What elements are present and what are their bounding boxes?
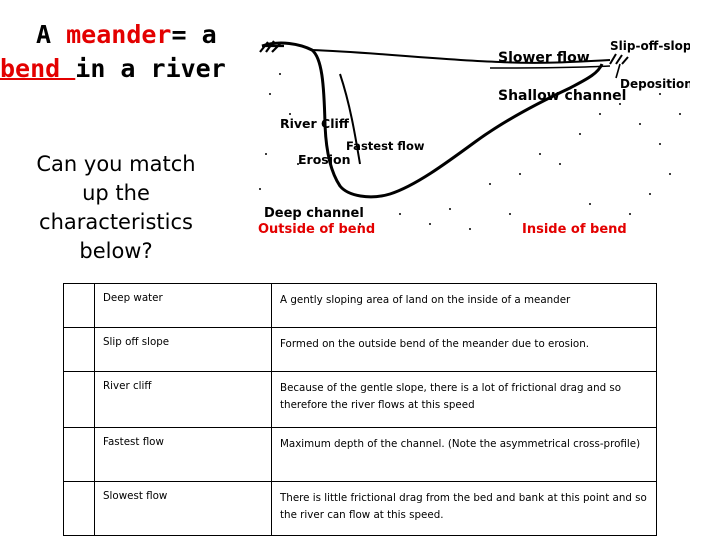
- answer-cell: [63, 481, 95, 536]
- title-in-a-river: in a river: [75, 54, 226, 83]
- answer-cell: [63, 427, 95, 482]
- definition-cell: A gently sloping area of land on the ins…: [271, 283, 657, 328]
- label-deep-channel: Deep channel: [264, 206, 364, 221]
- answer-cell: [63, 283, 95, 328]
- table-row: Slip off slope Formed on the outside ben…: [63, 327, 657, 372]
- ground-texture-dots: [259, 73, 681, 230]
- surface-flow-line: [489, 65, 611, 69]
- term-cell: River cliff: [94, 371, 272, 428]
- definition-cell: Maximum depth of the channel. (Note the …: [271, 427, 657, 482]
- term-cell: Fastest flow: [94, 427, 272, 482]
- left-plant-icon: [259, 40, 284, 53]
- label-slip-off-slope: Slip-off-slope: [610, 39, 690, 53]
- definition-cell: There is little frictional drag from the…: [271, 481, 657, 536]
- definition-cell: Because of the gentle slope, there is a …: [271, 371, 657, 428]
- right-plant-icon: [609, 53, 629, 65]
- question-text: Can you match up the characteristics bel…: [36, 152, 196, 263]
- label-inside-of-bend: Inside of bend: [522, 222, 627, 237]
- label-erosion: Erosion: [298, 152, 351, 167]
- matching-table: Deep water A gently sloping area of land…: [63, 283, 657, 536]
- table-row: Slowest flow There is little frictional …: [63, 481, 657, 536]
- label-fastest-flow: Fastest flow: [346, 139, 425, 153]
- definition-cell: Formed on the outside bend of the meande…: [271, 327, 657, 372]
- left-bank-line: [261, 41, 604, 199]
- fastest-flow-line: [339, 73, 361, 165]
- label-deposition: Deposition: [620, 77, 690, 91]
- meander-cross-section-diagram: Slower flow Slip-off-slope Deposition Sh…: [258, 39, 690, 237]
- title-bend: bend: [0, 54, 76, 83]
- page-title: A meander= a bend in a river: [0, 18, 232, 86]
- term-cell: Slip off slope: [94, 327, 272, 372]
- label-river-cliff: River Cliff: [280, 116, 350, 131]
- water-surface-line: [311, 49, 611, 64]
- title-meander: meander: [66, 20, 172, 49]
- title-line-1: A meander= a: [0, 18, 232, 52]
- term-cell: Slowest flow: [94, 481, 272, 536]
- deposition-arrow: [615, 63, 621, 79]
- label-outside-of-bend: Outside of bend: [258, 222, 375, 237]
- title-word-a: A: [36, 20, 67, 49]
- table-row: River cliff Because of the gentle slope,…: [63, 371, 657, 428]
- title-line-2: bend in a river: [0, 52, 232, 86]
- label-shallow-channel: Shallow channel: [498, 88, 626, 104]
- table-row: Deep water A gently sloping area of land…: [63, 283, 657, 328]
- term-cell: Deep water: [94, 283, 272, 328]
- title-equals: = a: [171, 20, 217, 49]
- table-row: Fastest flow Maximum depth of the channe…: [63, 427, 657, 482]
- answer-cell: [63, 327, 95, 372]
- answer-cell: [63, 371, 95, 428]
- label-slower-flow: Slower flow: [498, 50, 590, 66]
